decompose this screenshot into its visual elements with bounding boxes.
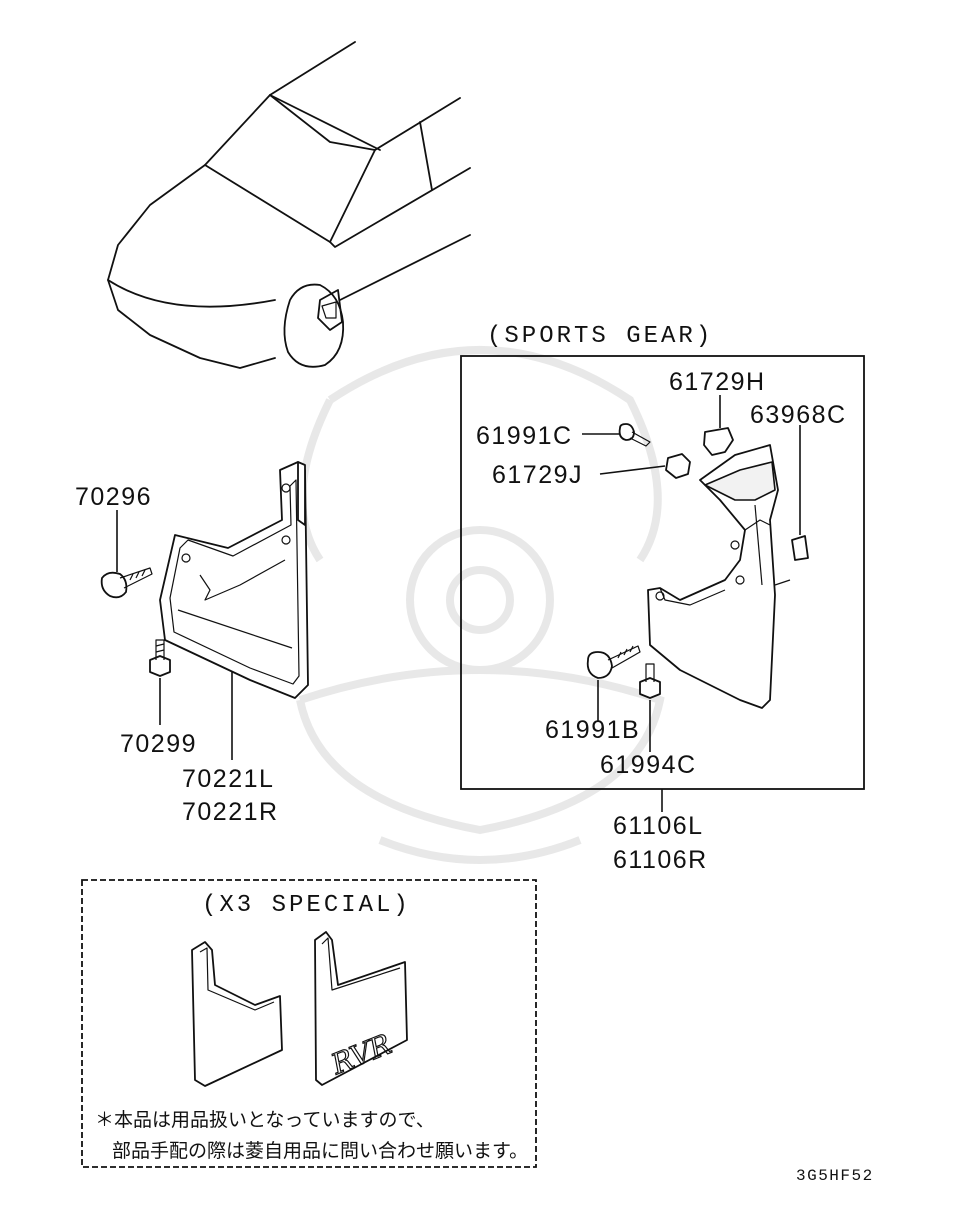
part-label-61991B: 61991B — [545, 716, 640, 744]
note-line-1: ＊本品は用品扱いとなっていますので、 — [95, 1109, 435, 1131]
mud-flap-70221 — [159, 461, 309, 699]
part-label-70299: 70299 — [120, 730, 197, 758]
clip-61729H — [703, 427, 734, 456]
x3-special-title: (X3 SPECIAL) — [202, 892, 411, 919]
drawing-code: 3G5HF52 — [796, 1167, 874, 1185]
part-label-70221L: 70221L — [182, 765, 274, 793]
plain-mud-flap — [191, 941, 283, 1087]
bolt-70299 — [149, 639, 171, 677]
part-label-61994C: 61994C — [600, 751, 697, 779]
mud-flap-61106 — [647, 444, 791, 709]
rvr-mud-flap: RVR — [314, 931, 408, 1086]
part-label-61991C: 61991C — [476, 422, 573, 450]
part-label-70296: 70296 — [75, 483, 152, 511]
clip-61729J — [665, 453, 691, 479]
part-label-63968C: 63968C — [750, 401, 847, 429]
bolt-61994C — [639, 663, 661, 699]
part-label-61106R: 61106R — [613, 846, 708, 874]
part-label-61106L: 61106L — [613, 812, 704, 840]
sports-gear-title: (SPORTS GEAR) — [487, 323, 713, 350]
bolt-70296 — [100, 567, 153, 599]
screw-61991B — [586, 645, 641, 679]
screw-61991C — [618, 423, 651, 447]
note-line-2: 部品手配の際は菱自用品に問い合わせ願います。 — [112, 1140, 528, 1162]
part-label-61729H: 61729H — [669, 368, 766, 396]
clip-63968C — [791, 535, 809, 561]
part-label-70221R: 70221R — [182, 798, 279, 826]
car-body-illustration — [107, 41, 471, 369]
x3-special-frame — [81, 879, 537, 1168]
part-label-61729J: 61729J — [492, 461, 583, 489]
